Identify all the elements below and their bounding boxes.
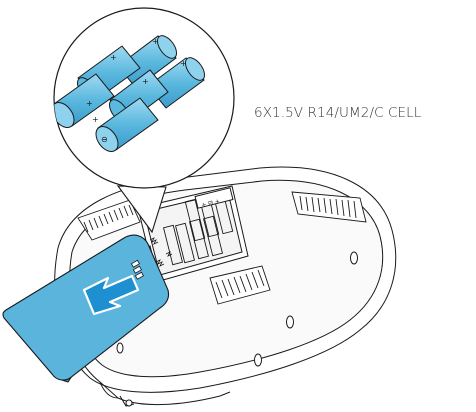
battery-cell: ⊖ + bbox=[92, 97, 159, 153]
left-speaker-grille bbox=[77, 199, 141, 241]
svg-text:+: + bbox=[180, 59, 187, 68]
svg-text:+ ⊟ +: + ⊟ + bbox=[201, 198, 221, 209]
svg-text:+: + bbox=[110, 53, 117, 62]
battery-callout: + + + + + bbox=[53, 7, 235, 189]
battery-cover bbox=[2, 234, 170, 383]
right-lower-speaker-grille bbox=[209, 265, 271, 305]
slide-direction-arrow bbox=[82, 274, 140, 316]
battery-cell: + bbox=[117, 35, 178, 89]
svg-text:+: + bbox=[152, 37, 159, 46]
svg-text:⊖: ⊖ bbox=[101, 135, 108, 144]
svg-text:+: + bbox=[92, 115, 99, 124]
battery-spec-label: 6X1.5V R14/UM2/C CELL bbox=[254, 105, 422, 121]
battery-cell: + bbox=[54, 73, 115, 129]
svg-text:+: + bbox=[142, 77, 149, 86]
right-upper-speaker-grille bbox=[291, 191, 367, 223]
battery-compartment: + ⊟ + bbox=[137, 185, 249, 283]
svg-text:+: + bbox=[86, 99, 93, 108]
boombox-feet bbox=[116, 251, 358, 367]
